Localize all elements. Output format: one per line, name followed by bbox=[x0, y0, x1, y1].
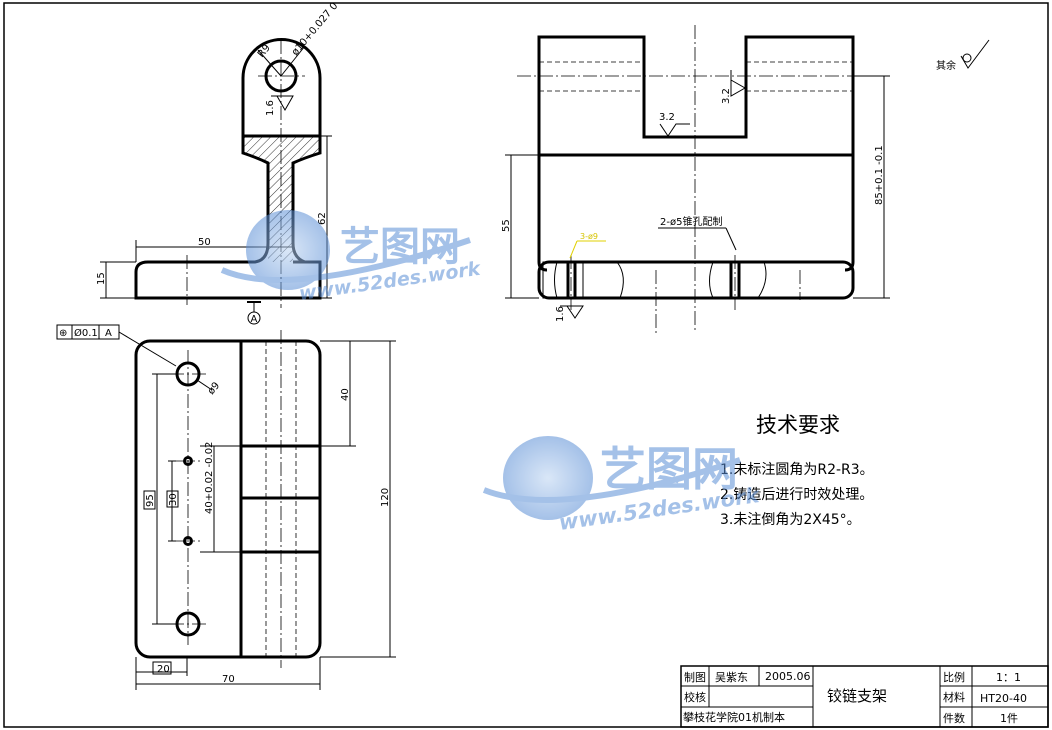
part-name: 铰链支架 bbox=[827, 687, 887, 705]
dim-95: 95 bbox=[145, 494, 156, 507]
dim-30: 30 bbox=[168, 493, 179, 506]
count-value: 1件 bbox=[1000, 712, 1018, 725]
dim-55: 55 bbox=[501, 219, 512, 232]
tech-item-3: 3.未注倒角为2X45°。 bbox=[720, 512, 861, 528]
roughness-top: 3.2 bbox=[721, 88, 732, 104]
hole-dia: ø9 bbox=[206, 380, 222, 397]
roughness-slot: 3.2 bbox=[659, 112, 675, 123]
dim-62: 62 bbox=[317, 212, 328, 225]
svg-text:⊕: ⊕ bbox=[59, 328, 67, 339]
dim-50: 50 bbox=[198, 237, 211, 248]
dim-20: 20 bbox=[157, 664, 170, 675]
dim-15: 15 bbox=[96, 272, 107, 285]
svg-text:A: A bbox=[105, 328, 112, 339]
datum-a: A bbox=[251, 314, 258, 325]
scale-label: 比例 bbox=[943, 670, 965, 684]
radius-label: R9 bbox=[256, 43, 273, 60]
tech-title: 技术要求 bbox=[756, 413, 840, 437]
plan-view: ø9 ⊕ Ø0.1 A 40 120 95 30 40+0.02 -0.02 bbox=[56, 324, 396, 690]
scale-value: 1：1 bbox=[996, 671, 1021, 684]
side-view: 3.2 3.2 1.6 55 85+0.1 -0.1 2-ø5锥孔配制 3-ø9 bbox=[501, 25, 890, 335]
draw-label: 制图 bbox=[684, 671, 706, 684]
roughness-front: 1.6 bbox=[265, 100, 276, 116]
svg-text:Ø0.1: Ø0.1 bbox=[74, 327, 98, 339]
dim-70: 70 bbox=[222, 674, 235, 685]
dim-120: 120 bbox=[380, 488, 391, 507]
title-block: 制图 吴紫东 2005.06 校核 攀枝花学院01机制本 铰链支架 比例 1：1… bbox=[680, 665, 1049, 728]
dim-40-tol: 40+0.02 -0.02 bbox=[204, 442, 215, 514]
tech-requirements: 技术要求 1.未标注圆角为R2-R3。 2.铸造后进行时效处理。 3.未注倒角为… bbox=[720, 413, 874, 528]
hole-note: 2-ø5锥孔配制 bbox=[660, 215, 722, 228]
roughness-bottom: 1.6 bbox=[555, 306, 566, 322]
watermark-1: 艺图网 www.52des.work bbox=[220, 210, 483, 305]
material-label: 材料 bbox=[943, 690, 965, 704]
watermark-brand: 艺图网 bbox=[340, 224, 460, 270]
svg-text:其余: 其余 bbox=[936, 59, 956, 72]
bore-label: ø10+0.027 0 bbox=[290, 1, 340, 58]
dim-85: 85+0.1 -0.1 bbox=[874, 145, 885, 205]
check-label: 校核 bbox=[684, 690, 706, 704]
other-surfaces-roughness: 其余 bbox=[936, 39, 990, 72]
material-value: HT20-40 bbox=[980, 692, 1027, 705]
tech-item-2: 2.铸造后进行时效处理。 bbox=[720, 487, 873, 503]
dim-40: 40 bbox=[340, 388, 351, 401]
tech-item-1: 1.未标注圆角为R2-R3。 bbox=[720, 462, 874, 478]
drawer-name: 吴紫东 bbox=[715, 671, 748, 684]
watermark-brand-2: 艺图网 bbox=[600, 442, 738, 496]
sheet-border bbox=[3, 2, 1049, 728]
draw-date: 2005.06 bbox=[765, 670, 811, 683]
count-label: 件数 bbox=[943, 712, 965, 725]
yellow-note: 3-ø9 bbox=[580, 232, 598, 241]
school-name: 攀枝花学院01机制本 bbox=[683, 710, 785, 724]
